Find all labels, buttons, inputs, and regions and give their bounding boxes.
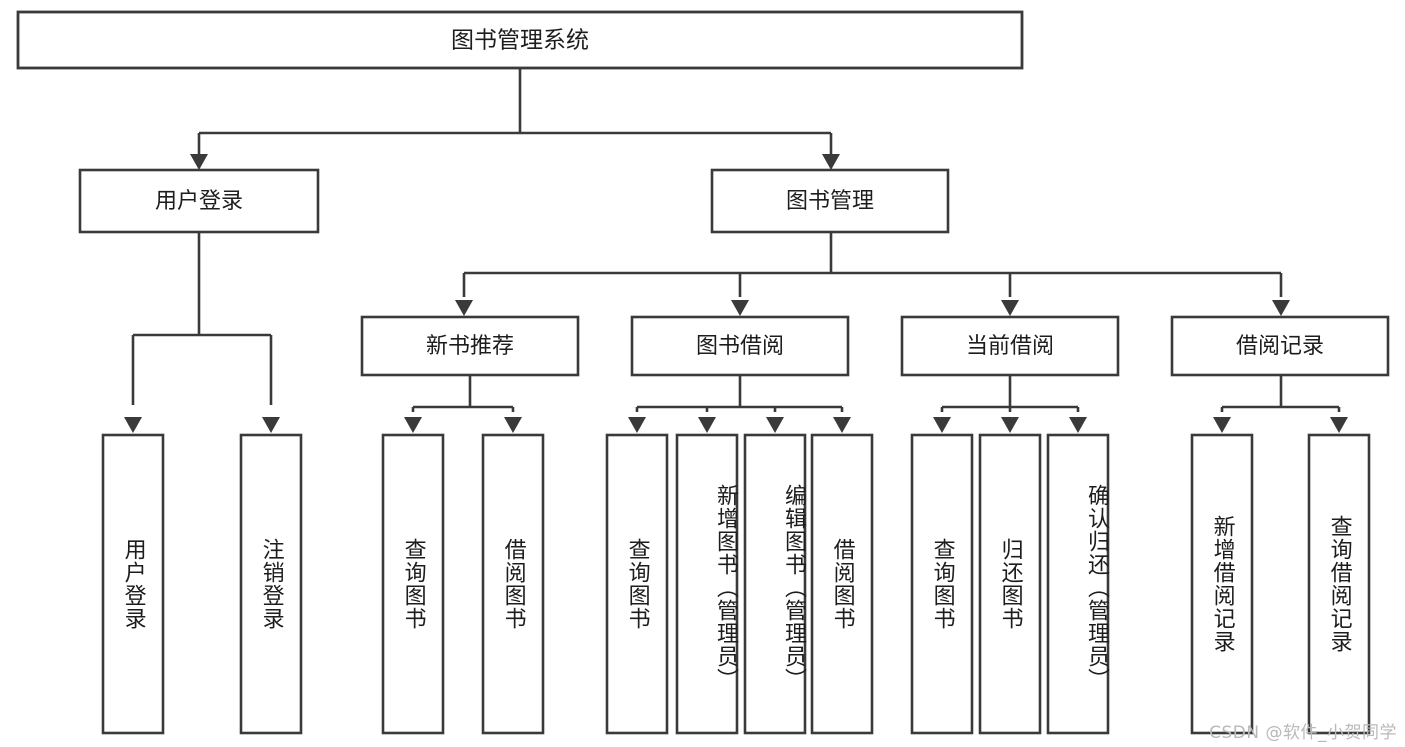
- leaf-edit-book-box[interactable]: [743, 433, 807, 735]
- node-current-borrow[interactable]: 当前借阅: [900, 315, 1120, 377]
- node-user-login[interactable]: 用户登录: [78, 168, 320, 234]
- leaf-add-book-box[interactable]: [675, 433, 739, 735]
- arrow-to-leaf-user-login: [124, 417, 142, 433]
- arrow-root-to-user-login: [190, 154, 208, 170]
- arrow-to-leaf-query-record: [1330, 417, 1348, 433]
- node-borrow-record-label: 借阅记录: [1236, 334, 1324, 359]
- node-book-borrow[interactable]: 图书借阅: [630, 315, 850, 377]
- leaf-borrow-book-2-box[interactable]: [810, 433, 874, 735]
- arrow-to-current-borrow: [1001, 300, 1019, 316]
- node-book-management[interactable]: 图书管理: [710, 168, 950, 234]
- arrow-to-book-borrow: [731, 300, 749, 316]
- arrow-to-new-book-recommend: [455, 300, 473, 316]
- node-book-borrow-box[interactable]: [630, 315, 850, 377]
- node-book-management-box[interactable]: [710, 168, 950, 234]
- arrow-to-leaf-return-book: [1001, 417, 1019, 433]
- node-borrow-record-box[interactable]: [1170, 315, 1390, 377]
- node-root-box[interactable]: [16, 10, 1024, 70]
- node-borrow-record[interactable]: 借阅记录: [1170, 315, 1390, 377]
- arrow-to-leaf-confirm-return: [1069, 417, 1087, 433]
- node-root-label: 图书管理系统: [451, 28, 589, 54]
- node-new-book-recommend[interactable]: 新书推荐: [360, 315, 580, 377]
- csdn-watermark: CSDN @软件_小贺同学: [1209, 723, 1397, 743]
- leaf-return-book-box[interactable]: [978, 433, 1042, 735]
- node-book-borrow-label: 图书借阅: [696, 334, 784, 359]
- arrow-to-leaf-query-book-2: [628, 417, 646, 433]
- arrow-to-leaf-query-book-1: [404, 417, 422, 433]
- node-user-login-box[interactable]: [78, 168, 320, 234]
- arrow-to-leaf-user-logout: [262, 417, 280, 433]
- node-current-borrow-label: 当前借阅: [966, 334, 1054, 359]
- node-root[interactable]: 图书管理系统: [16, 10, 1024, 70]
- leaf-box-layer: [101, 433, 1371, 735]
- arrow-to-borrow-record: [1272, 300, 1290, 316]
- leaf-query-book-2-box[interactable]: [605, 433, 669, 735]
- leaf-query-record-box[interactable]: [1307, 433, 1371, 735]
- leaf-add-record-box[interactable]: [1190, 433, 1254, 735]
- arrow-to-leaf-borrow-book-1: [504, 417, 522, 433]
- node-current-borrow-box[interactable]: [900, 315, 1120, 377]
- leaf-confirm-return-box[interactable]: [1046, 433, 1110, 735]
- leaf-borrow-book-1-box[interactable]: [481, 433, 545, 735]
- arrow-to-leaf-query-book-3: [933, 417, 951, 433]
- leaf-user-login-box[interactable]: [101, 433, 165, 735]
- node-new-book-recommend-label: 新书推荐: [426, 334, 514, 359]
- arrow-root-to-book-management: [822, 154, 840, 170]
- node-book-management-label: 图书管理: [786, 189, 874, 214]
- arrow-to-leaf-edit-book: [766, 417, 784, 433]
- node-user-login-label: 用户登录: [155, 189, 243, 214]
- arrow-to-leaf-add-book: [698, 417, 716, 433]
- node-new-book-recommend-box[interactable]: [360, 315, 580, 377]
- leaf-query-book-1-box[interactable]: [381, 433, 445, 735]
- leaf-query-book-3-box[interactable]: [910, 433, 974, 735]
- arrow-to-leaf-add-record: [1213, 417, 1231, 433]
- connector-layer: [124, 68, 1348, 433]
- arrow-to-leaf-borrow-book-2: [833, 417, 851, 433]
- leaf-user-logout-box[interactable]: [239, 433, 303, 735]
